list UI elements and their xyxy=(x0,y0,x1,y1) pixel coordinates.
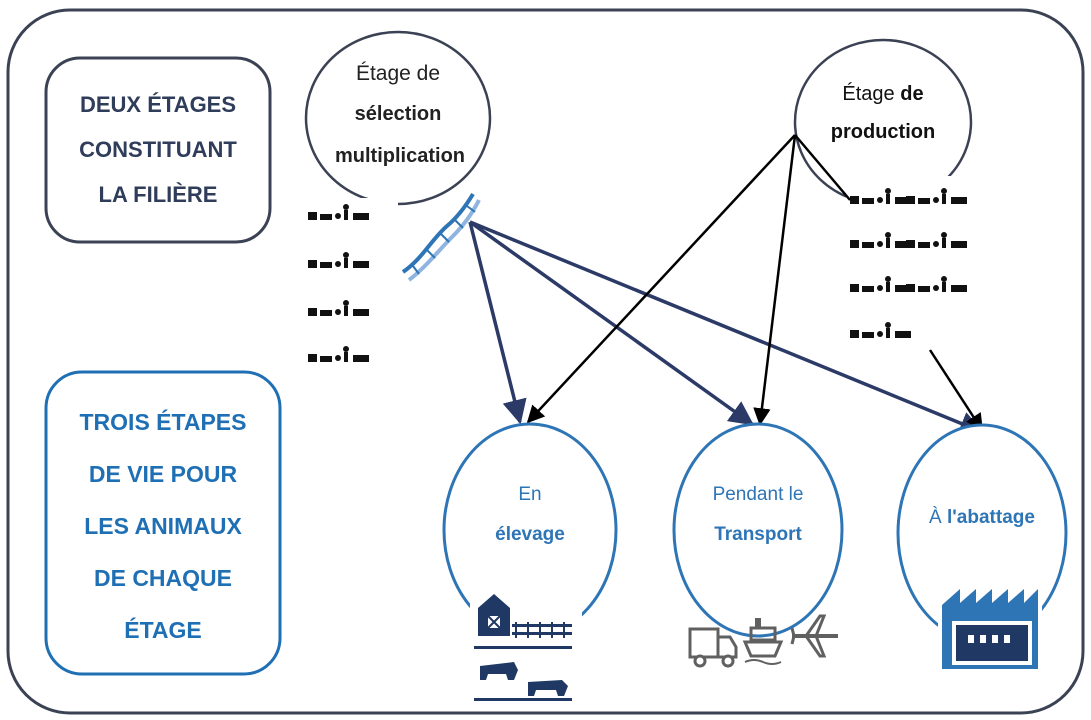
etapes-line-5: ÉTAGE xyxy=(124,616,202,643)
etapes-line-3: LES ANIMAUX xyxy=(84,513,242,539)
elevage-line-2: élevage xyxy=(495,524,565,545)
truck-icon xyxy=(688,627,738,668)
farmer-animals-icon xyxy=(308,198,398,368)
production-line-1: Étage de xyxy=(842,82,923,105)
selection-line-1: Étage de xyxy=(356,62,440,85)
transport-line-2: Transport xyxy=(714,524,802,545)
etapes-vie-box: TROIS ÉTAPES DE VIE POUR LES ANIMAUX DE … xyxy=(44,370,282,676)
arrow-production-side xyxy=(794,134,851,201)
arrow-production-abattage xyxy=(928,349,984,432)
filiere-line-1: DEUX ÉTAGES xyxy=(80,92,236,117)
stage-selection: Étage de sélection multiplication xyxy=(304,30,492,206)
production-arrows xyxy=(526,134,984,432)
selection-line-2: sélection xyxy=(355,103,442,125)
etapes-line-1: TROIS ÉTAPES xyxy=(80,408,247,435)
etapes-line-2: DE VIE POUR xyxy=(89,461,238,487)
selection-arrows xyxy=(468,220,985,435)
arrow-production-elevage xyxy=(526,134,796,424)
abattage-label: À l'abattage xyxy=(929,507,1035,528)
factory-icon xyxy=(938,581,1042,673)
filiere-line-3: LA FILIÈRE xyxy=(99,182,218,207)
etapes-line-4: DE CHAQUE xyxy=(94,565,232,591)
farmer-animals-icon xyxy=(846,176,976,351)
production-line-2: production xyxy=(831,121,935,143)
arrow-selection-transport xyxy=(468,220,754,426)
arrow-selection-elevage xyxy=(468,221,527,425)
dna-icon xyxy=(401,192,481,282)
selection-line-3: multiplication xyxy=(335,145,465,167)
production-line-1-bold: de xyxy=(900,83,923,105)
filiere-line-2: CONSTITUANT xyxy=(79,137,237,162)
step-transport: Pendant le Transport xyxy=(672,422,844,638)
barn-animals-icon xyxy=(470,588,582,710)
production-line-1-normal: Étage xyxy=(842,82,900,105)
arrow-production-transport xyxy=(753,134,797,426)
abattage-prefix: À xyxy=(929,507,947,528)
arrow-selection-abattage xyxy=(469,220,985,435)
plane-icon xyxy=(790,614,838,658)
abattage-bold: l'abattage xyxy=(947,507,1035,528)
step-elevage: En élevage xyxy=(442,422,618,638)
filiere-box: DEUX ÉTAGES CONSTITUANT LA FILIÈRE xyxy=(44,56,272,244)
elevage-line-1: En xyxy=(518,484,541,505)
ship-icon xyxy=(742,618,784,665)
transport-line-1: Pendant le xyxy=(713,484,804,505)
